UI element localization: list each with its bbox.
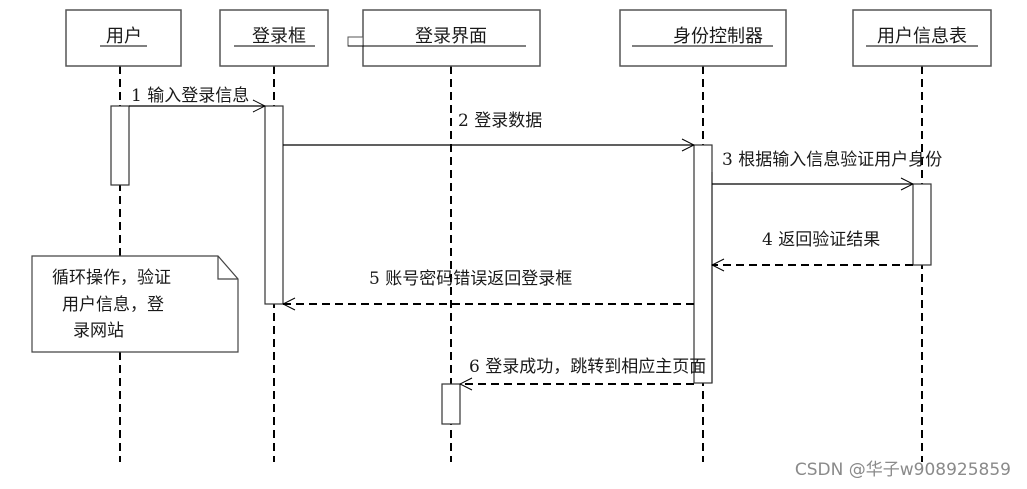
- message-5[interactable]: 5 账号密码错误返回登录框: [283, 269, 694, 304]
- note-shape: [31, 255, 239, 353]
- note-line: 用户信息，登: [62, 295, 164, 315]
- participant-login-ui[interactable]: 登录界面: [347, 9, 541, 67]
- message-3[interactable]: 3 根据输入信息验证用户身份: [712, 150, 942, 184]
- participant-user[interactable]: 用户: [65, 9, 182, 67]
- participant-label: 身份控制器: [673, 26, 763, 47]
- activation-login-box: [264, 105, 284, 305]
- message-label: 3 根据输入信息验证用户身份: [722, 150, 942, 170]
- message-label: 6 登录成功，跳转到相应主页面: [469, 357, 706, 377]
- message-6[interactable]: 6 登录成功，跳转到相应主页面: [460, 357, 706, 384]
- participant-user-table[interactable]: 用户信息表: [852, 9, 992, 67]
- participant-label: 登录框: [252, 26, 306, 47]
- boundary-stereotype-icon: [347, 36, 364, 47]
- message-2[interactable]: 2 登录数据: [283, 111, 694, 145]
- participant-login-box[interactable]: 登录框: [219, 9, 329, 67]
- participant-auth-controller[interactable]: 身份控制器: [619, 9, 787, 67]
- message-label: 2 登录数据: [458, 111, 542, 131]
- activation-user-table: [912, 183, 932, 266]
- note-line: 录网站: [73, 321, 124, 341]
- activation-user: [110, 105, 130, 186]
- participant-label: 用户信息表: [877, 26, 967, 47]
- activations: [110, 105, 932, 425]
- participant-label: 登录界面: [415, 26, 487, 47]
- message-label: 1 输入登录信息: [131, 86, 249, 106]
- participant-label: 用户: [106, 26, 142, 47]
- note-line: 循环操作，验证: [52, 268, 171, 288]
- message-1[interactable]: 1 输入登录信息: [129, 86, 265, 106]
- message-label: 5 账号密码错误返回登录框: [369, 269, 572, 289]
- watermark: CSDN @华子w908925859: [795, 460, 1011, 480]
- note[interactable]: 循环操作，验证 用户信息，登 录网站: [31, 255, 239, 353]
- message-4[interactable]: 4 返回验证结果: [712, 230, 913, 265]
- activation-login-ui: [441, 383, 461, 425]
- activation-auth-controller-outer: [693, 144, 713, 384]
- note-fold-icon: [217, 256, 238, 280]
- message-label: 4 返回验证结果: [762, 230, 880, 250]
